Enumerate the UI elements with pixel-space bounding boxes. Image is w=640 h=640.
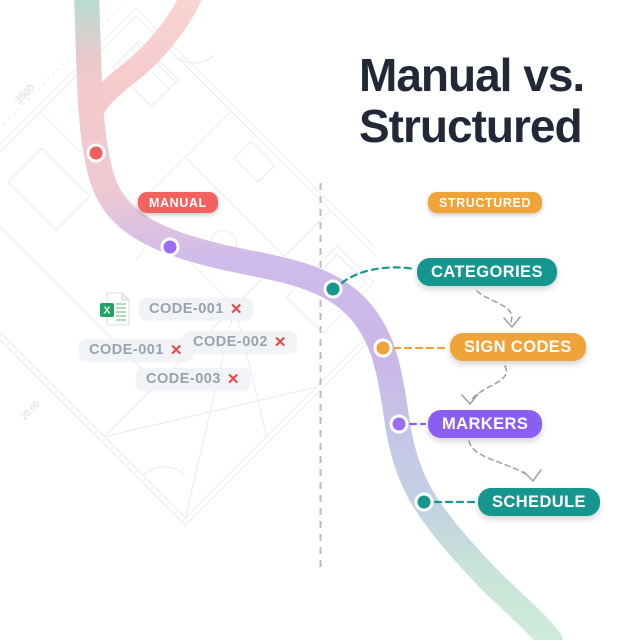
red-x-icon: ✕ — [226, 370, 240, 388]
code-chip: CODE-002 ✕ — [183, 331, 297, 353]
excel-spreadsheet-icon: X — [100, 291, 131, 326]
code-chip-label: CODE-002 — [193, 334, 268, 350]
manual-section-badge: MANUAL — [138, 192, 218, 213]
page-title-line1: Manual vs. — [359, 49, 585, 101]
step-badge-categories: CATEGORIES — [417, 258, 557, 286]
structured-section-badge: STRUCTURED — [428, 192, 543, 213]
code-chip: CODE-001 ✕ — [79, 339, 193, 361]
step-badge-schedule: SCHEDULE — [478, 488, 600, 516]
code-chip-label: CODE-003 — [146, 371, 221, 387]
step-badge-markers: MARKERS — [428, 410, 543, 438]
milestone-dot-manual-purple — [160, 237, 180, 257]
milestone-dot-categories — [323, 279, 343, 299]
code-chip: CODE-003 ✕ — [136, 368, 250, 390]
page-title-line2: Structured — [359, 100, 583, 152]
code-chip: CODE-001 ✕ — [139, 298, 253, 320]
milestone-dot-manual-red — [86, 143, 106, 163]
code-chip-label: CODE-001 — [89, 342, 164, 358]
milestone-dot-schedule — [414, 492, 434, 512]
red-x-icon: ✕ — [229, 300, 243, 318]
flow-arrow-3 — [468, 440, 530, 477]
flow-arrow-1 — [476, 290, 513, 323]
red-x-icon: ✕ — [169, 341, 183, 359]
main-journey-path — [74, 0, 563, 640]
flow-arrow-2-head — [461, 393, 479, 405]
floorplan-dimension-label: 20.00 — [18, 399, 41, 422]
flow-arrow-2 — [471, 365, 508, 400]
connector-categories — [340, 266, 416, 285]
page-title: Manual vs. Structured — [359, 49, 585, 152]
flow-arrow-3-head — [523, 469, 542, 482]
milestone-dot-markers — [389, 414, 409, 434]
milestone-dot-sign-codes — [373, 338, 393, 358]
red-x-icon: ✕ — [273, 333, 287, 351]
svg-text:X: X — [104, 306, 111, 317]
step-badge-sign-codes: SIGN CODES — [450, 333, 586, 361]
code-chip-label: CODE-001 — [149, 301, 224, 317]
flow-arrow-1-head — [503, 316, 521, 328]
branch-path — [82, 0, 202, 121]
